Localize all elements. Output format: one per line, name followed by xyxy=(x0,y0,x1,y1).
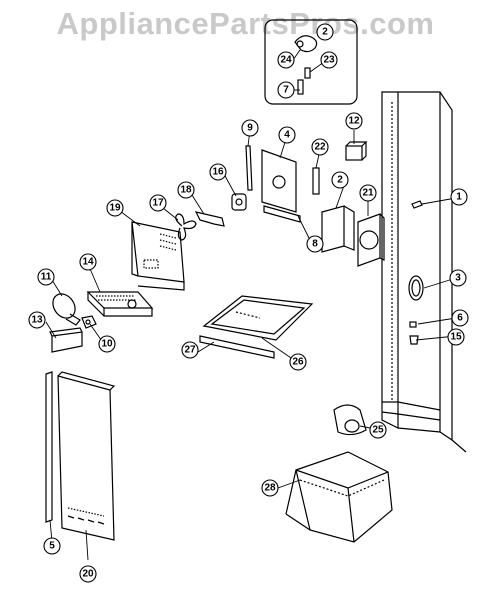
inset-box xyxy=(264,19,358,105)
callout-25: 25 xyxy=(372,425,384,436)
callout-27: 27 xyxy=(184,345,196,356)
callout-21: 21 xyxy=(362,188,374,199)
callout-23: 23 xyxy=(323,55,335,66)
callout-1: 1 xyxy=(456,192,462,203)
callout-19: 19 xyxy=(109,203,121,214)
callout-28: 28 xyxy=(264,483,276,494)
callout-circles xyxy=(28,23,469,583)
lamp-housing-14 xyxy=(86,291,154,317)
thermostat-16 xyxy=(231,193,247,211)
callout-16: 16 xyxy=(212,167,224,178)
back-panel-20 xyxy=(57,371,116,541)
callout-7: 7 xyxy=(283,85,289,96)
rod-9 xyxy=(245,145,253,191)
block-12 xyxy=(345,141,368,161)
evaporator-cover-19 xyxy=(131,221,185,291)
callout-26: 26 xyxy=(292,357,304,368)
callout-22: 22 xyxy=(314,142,326,153)
light-bulb-11 xyxy=(52,293,81,326)
callout-14: 14 xyxy=(82,257,94,268)
lamp-shield-13 xyxy=(49,327,83,353)
callout-13: 13 xyxy=(31,315,43,326)
callout-11: 11 xyxy=(41,272,52,283)
callout-10: 10 xyxy=(101,339,113,350)
shelf-26 xyxy=(202,295,314,341)
callout-12: 12 xyxy=(348,116,360,127)
bracket-18 xyxy=(194,211,225,227)
wall-parts xyxy=(408,200,424,345)
housing-2 xyxy=(321,205,355,253)
control-housing xyxy=(261,149,301,223)
callout-2-inset: 2 xyxy=(322,27,328,38)
dispenser-21 xyxy=(357,213,385,267)
callout-17: 17 xyxy=(152,198,164,209)
callout-4: 4 xyxy=(284,130,290,141)
callout-3: 3 xyxy=(455,273,461,284)
socket-10 xyxy=(81,315,97,329)
bin-part-25 xyxy=(333,404,367,436)
callout-2: 2 xyxy=(337,175,343,186)
leader-lines xyxy=(45,49,457,561)
callout-20: 20 xyxy=(82,569,94,580)
callout-6: 6 xyxy=(457,313,463,324)
callout-8: 8 xyxy=(312,239,318,250)
callout-18: 18 xyxy=(180,185,192,196)
trim-strip-5 xyxy=(45,371,53,523)
water-valve-fitting xyxy=(294,35,318,95)
watermark: AppliancePartsPros.com xyxy=(56,6,435,41)
shelf-trim-27 xyxy=(199,335,275,359)
callout-24: 24 xyxy=(280,55,292,66)
tube-22 xyxy=(312,167,320,195)
callout-9: 9 xyxy=(247,123,253,134)
callout-15: 15 xyxy=(450,332,462,343)
fan-blade-17 xyxy=(175,213,197,241)
callout-5: 5 xyxy=(49,541,55,552)
ice-bin-28 xyxy=(285,451,393,543)
